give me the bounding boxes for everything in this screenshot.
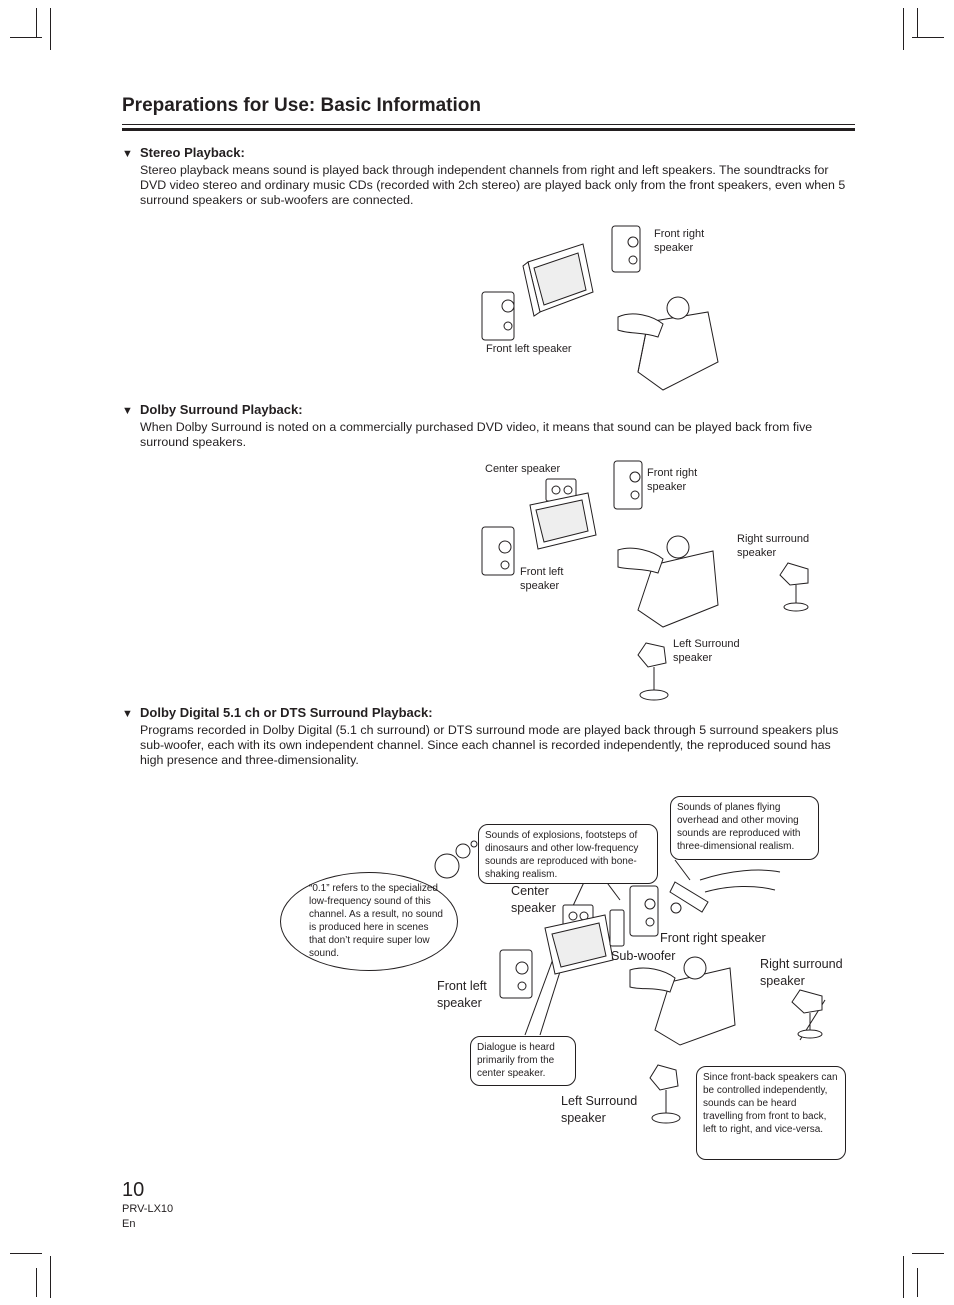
section-body: Stereo playback means sound is played ba… bbox=[140, 163, 846, 207]
stereo-figure bbox=[478, 222, 738, 397]
title-rule bbox=[122, 124, 855, 125]
label-front-left-speaker: Front left speaker bbox=[520, 566, 564, 592]
label-front-left-speaker: Front left speaker bbox=[437, 979, 487, 1010]
label-center-speaker: Center speaker bbox=[485, 463, 561, 475]
page-number: 10 bbox=[122, 1179, 145, 1201]
label-center-speaker: Center speaker bbox=[511, 884, 556, 915]
section-body: Programs recorded in Dolby Digital (5.1 … bbox=[140, 723, 839, 767]
note-planes: Sounds of planes flying overhead and oth… bbox=[670, 796, 819, 860]
language-code: En bbox=[122, 1218, 136, 1230]
note-point-one: “0.1” refers to the specialized low-freq… bbox=[280, 872, 458, 971]
dolby-surround-figure bbox=[478, 455, 818, 710]
section-heading-text: Stereo Playback: bbox=[140, 145, 245, 160]
section-heading-text: Dolby Digital 5.1 ch or DTS Surround Pla… bbox=[140, 705, 433, 720]
label-right-surround-speaker: Right surround speaker bbox=[737, 533, 810, 559]
section-heading: ▼ Dolby Surround Playback: bbox=[122, 402, 857, 419]
triangle-bullet-icon: ▼ bbox=[122, 708, 133, 720]
label-front-right-speaker: Front right speaker bbox=[660, 931, 766, 945]
label-right-surround-speaker: Right surround speaker bbox=[760, 957, 843, 988]
section-heading: ▼ Dolby Digital 5.1 ch or DTS Surround Pl… bbox=[122, 705, 857, 722]
note-front-back: Since front-back speakers can be control… bbox=[696, 1066, 846, 1160]
section-stereo-playback: ▼ Stereo Playback: Stereo playback means … bbox=[122, 145, 857, 208]
section-body: When Dolby Surround is noted on a commer… bbox=[140, 420, 813, 449]
section-dolby-digital-dts: ▼ Dolby Digital 5.1 ch or DTS Surround Pl… bbox=[122, 705, 857, 768]
triangle-bullet-icon: ▼ bbox=[122, 405, 133, 417]
triangle-bullet-icon: ▼ bbox=[122, 148, 133, 160]
title-rule-thick bbox=[122, 128, 855, 131]
note-explosions: Sounds of explosions, footsteps of dinos… bbox=[478, 824, 658, 884]
model-code: PRV-LX10 bbox=[122, 1203, 174, 1215]
label-front-left-speaker: Front left speaker bbox=[486, 343, 572, 355]
model-info: PRV-LX10 En bbox=[122, 1202, 173, 1232]
label-front-right-speaker: Front right speaker bbox=[647, 467, 698, 493]
label-front-right-speaker: Front right speaker bbox=[654, 228, 705, 254]
label-sub-woofer: Sub-woofer bbox=[611, 949, 676, 963]
page-title: Preparations for Use: Basic Information bbox=[122, 95, 481, 116]
section-heading-text: Dolby Surround Playback: bbox=[140, 402, 303, 417]
section-dolby-surround: ▼ Dolby Surround Playback: When Dolby Sur… bbox=[122, 402, 857, 450]
section-heading: ▼ Stereo Playback: bbox=[122, 145, 857, 162]
note-dialogue: Dialogue is heard primarily from the cen… bbox=[470, 1036, 576, 1086]
dolby-digital-figure bbox=[430, 840, 850, 1140]
label-left-surround-speaker: Left Surround speaker bbox=[673, 638, 740, 664]
label-left-surround-speaker: Left Surround speaker bbox=[561, 1094, 638, 1125]
